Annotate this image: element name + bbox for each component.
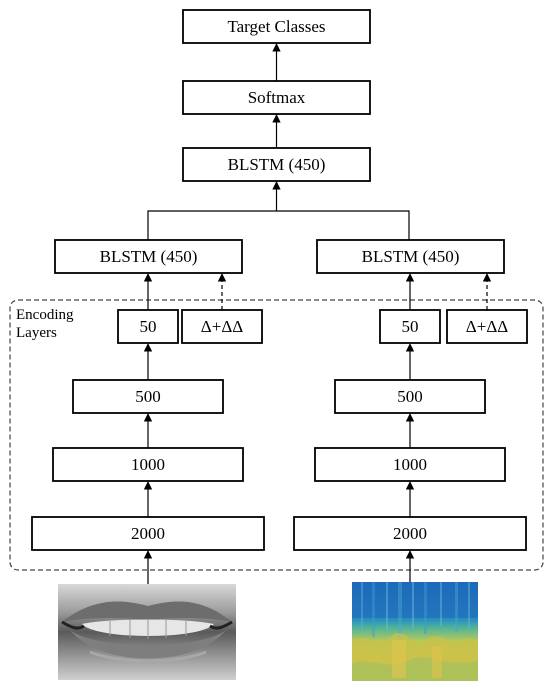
left-bottleneck-node: 50 (117, 309, 179, 344)
left-deltas-label: Δ+ΔΔ (201, 317, 243, 336)
right-bottleneck-node: 50 (379, 309, 441, 344)
left-1000-node: 1000 (52, 447, 244, 482)
left-bottleneck-label: 50 (140, 317, 157, 336)
encoding-label-line1: Encoding (16, 307, 74, 323)
right-bottleneck-label: 50 (402, 317, 419, 336)
left-500-node: 500 (72, 379, 224, 414)
right-500-label: 500 (397, 387, 423, 406)
right-blstm-node: BLSTM (450) (316, 239, 505, 274)
blstm-merge-node: BLSTM (450) (182, 147, 371, 182)
left-2000-label: 2000 (131, 524, 165, 543)
encoding-layers-frame (9, 299, 544, 571)
softmax-label: Softmax (248, 88, 306, 107)
spectrogram-image (352, 582, 478, 681)
encoding-label-line2: Layers (16, 325, 57, 341)
right-2000-node: 2000 (293, 516, 527, 551)
merge-connector (147, 210, 410, 240)
right-1000-node: 1000 (314, 447, 506, 482)
right-blstm-label: BLSTM (450) (362, 247, 460, 266)
right-deltas-label: Δ+ΔΔ (466, 317, 508, 336)
blstm-merge-label: BLSTM (450) (228, 155, 326, 174)
left-deltas-node: Δ+ΔΔ (181, 309, 263, 344)
target-classes-node: Target Classes (182, 9, 371, 44)
left-2000-node: 2000 (31, 516, 265, 551)
left-1000-label: 1000 (131, 455, 165, 474)
target-classes-label: Target Classes (227, 17, 325, 36)
left-blstm-node: BLSTM (450) (54, 239, 243, 274)
right-deltas-node: Δ+ΔΔ (446, 309, 528, 344)
right-2000-label: 2000 (393, 524, 427, 543)
right-500-node: 500 (334, 379, 486, 414)
softmax-node: Softmax (182, 80, 371, 115)
left-500-label: 500 (135, 387, 161, 406)
mouth-image (58, 584, 236, 680)
right-1000-label: 1000 (393, 455, 427, 474)
left-blstm-label: BLSTM (450) (100, 247, 198, 266)
